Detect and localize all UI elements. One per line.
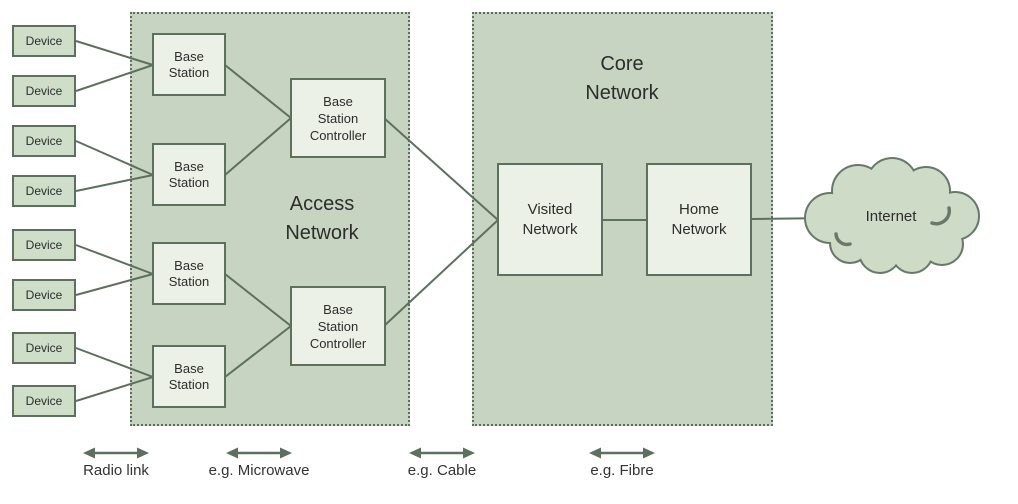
device-box: Device: [12, 279, 76, 311]
internet-cloud: [804, 157, 980, 274]
base-station-box: Base Station: [152, 143, 226, 206]
device-box: Device: [12, 75, 76, 107]
internet-label: Internet: [865, 208, 917, 225]
legend-item-radio-link: Radio link: [66, 446, 166, 479]
legend-label: e.g. Microwave: [208, 462, 310, 479]
legend-label: e.g. Fibre: [590, 462, 654, 479]
device-box: Device: [12, 125, 76, 157]
core-network-label: Core Network: [585, 53, 659, 104]
legend-item-fibre: e.g. Fibre: [572, 446, 672, 479]
base-station-box: Base Station: [152, 345, 226, 408]
legend-item-cable: e.g. Cable: [392, 446, 492, 479]
base-station-box: Base Station: [152, 242, 226, 305]
base-station-controller-box: Base Station Controller: [290, 78, 386, 158]
device-box: Device: [12, 25, 76, 57]
device-box: Device: [12, 385, 76, 417]
access-network-label: Access Network: [285, 193, 359, 244]
double-arrow-icon: [589, 447, 655, 459]
legend-item-microwave: e.g. Microwave: [189, 446, 329, 479]
double-arrow-icon: [83, 447, 149, 459]
base-station-controller-box: Base Station Controller: [290, 286, 386, 366]
double-arrow-icon: [226, 447, 292, 459]
double-arrow-icon: [409, 447, 475, 459]
home-network-box: Home Network: [646, 163, 752, 276]
device-box: Device: [12, 332, 76, 364]
legend-label: e.g. Cable: [407, 462, 477, 479]
device-box: Device: [12, 229, 76, 261]
device-box: Device: [12, 175, 76, 207]
visited-network-box: Visited Network: [497, 163, 603, 276]
legend-label: Radio link: [83, 462, 149, 479]
base-station-box: Base Station: [152, 33, 226, 96]
